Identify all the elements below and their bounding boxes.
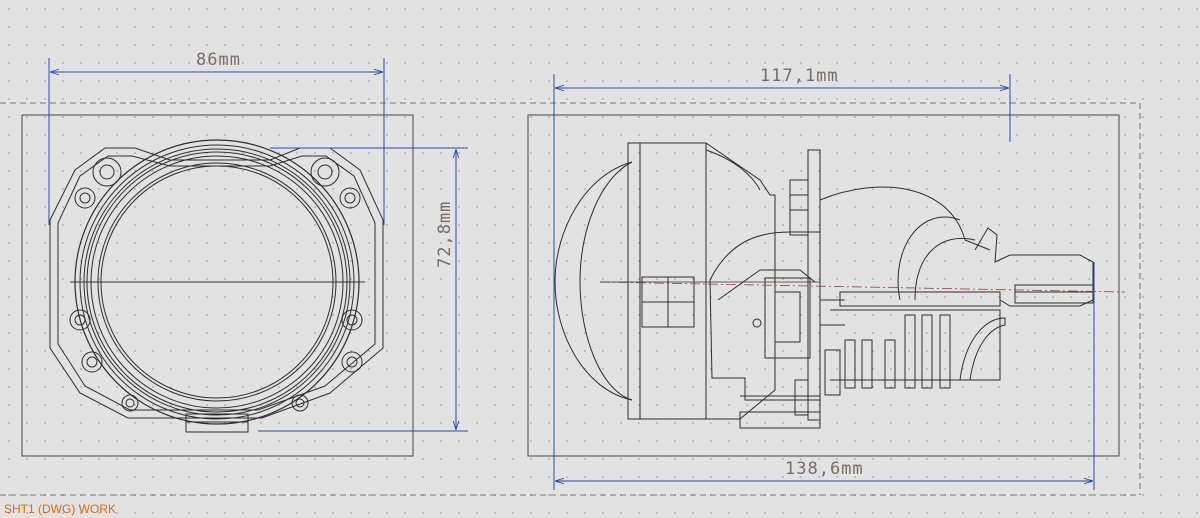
sheet-tab-label[interactable]: SHT1 (DWG) WORK [4, 502, 116, 516]
sheet-border [0, 102, 1141, 496]
side-top-length-dimension: 117,1mm [760, 66, 839, 86]
front-view-frame [21, 114, 414, 457]
side-view-headlight [554, 142, 1094, 429]
side-dimension-lines [553, 74, 1095, 490]
front-view-lens [49, 139, 384, 433]
side-centre-line [599, 281, 1126, 293]
front-dimension-lines [48, 58, 468, 432]
front-height-dimension: 72,8mm [435, 201, 455, 268]
front-width-dimension: 86mm [196, 50, 241, 70]
side-bottom-length-dimension: 138,6mm [785, 459, 864, 479]
side-view-frame [527, 114, 1120, 457]
